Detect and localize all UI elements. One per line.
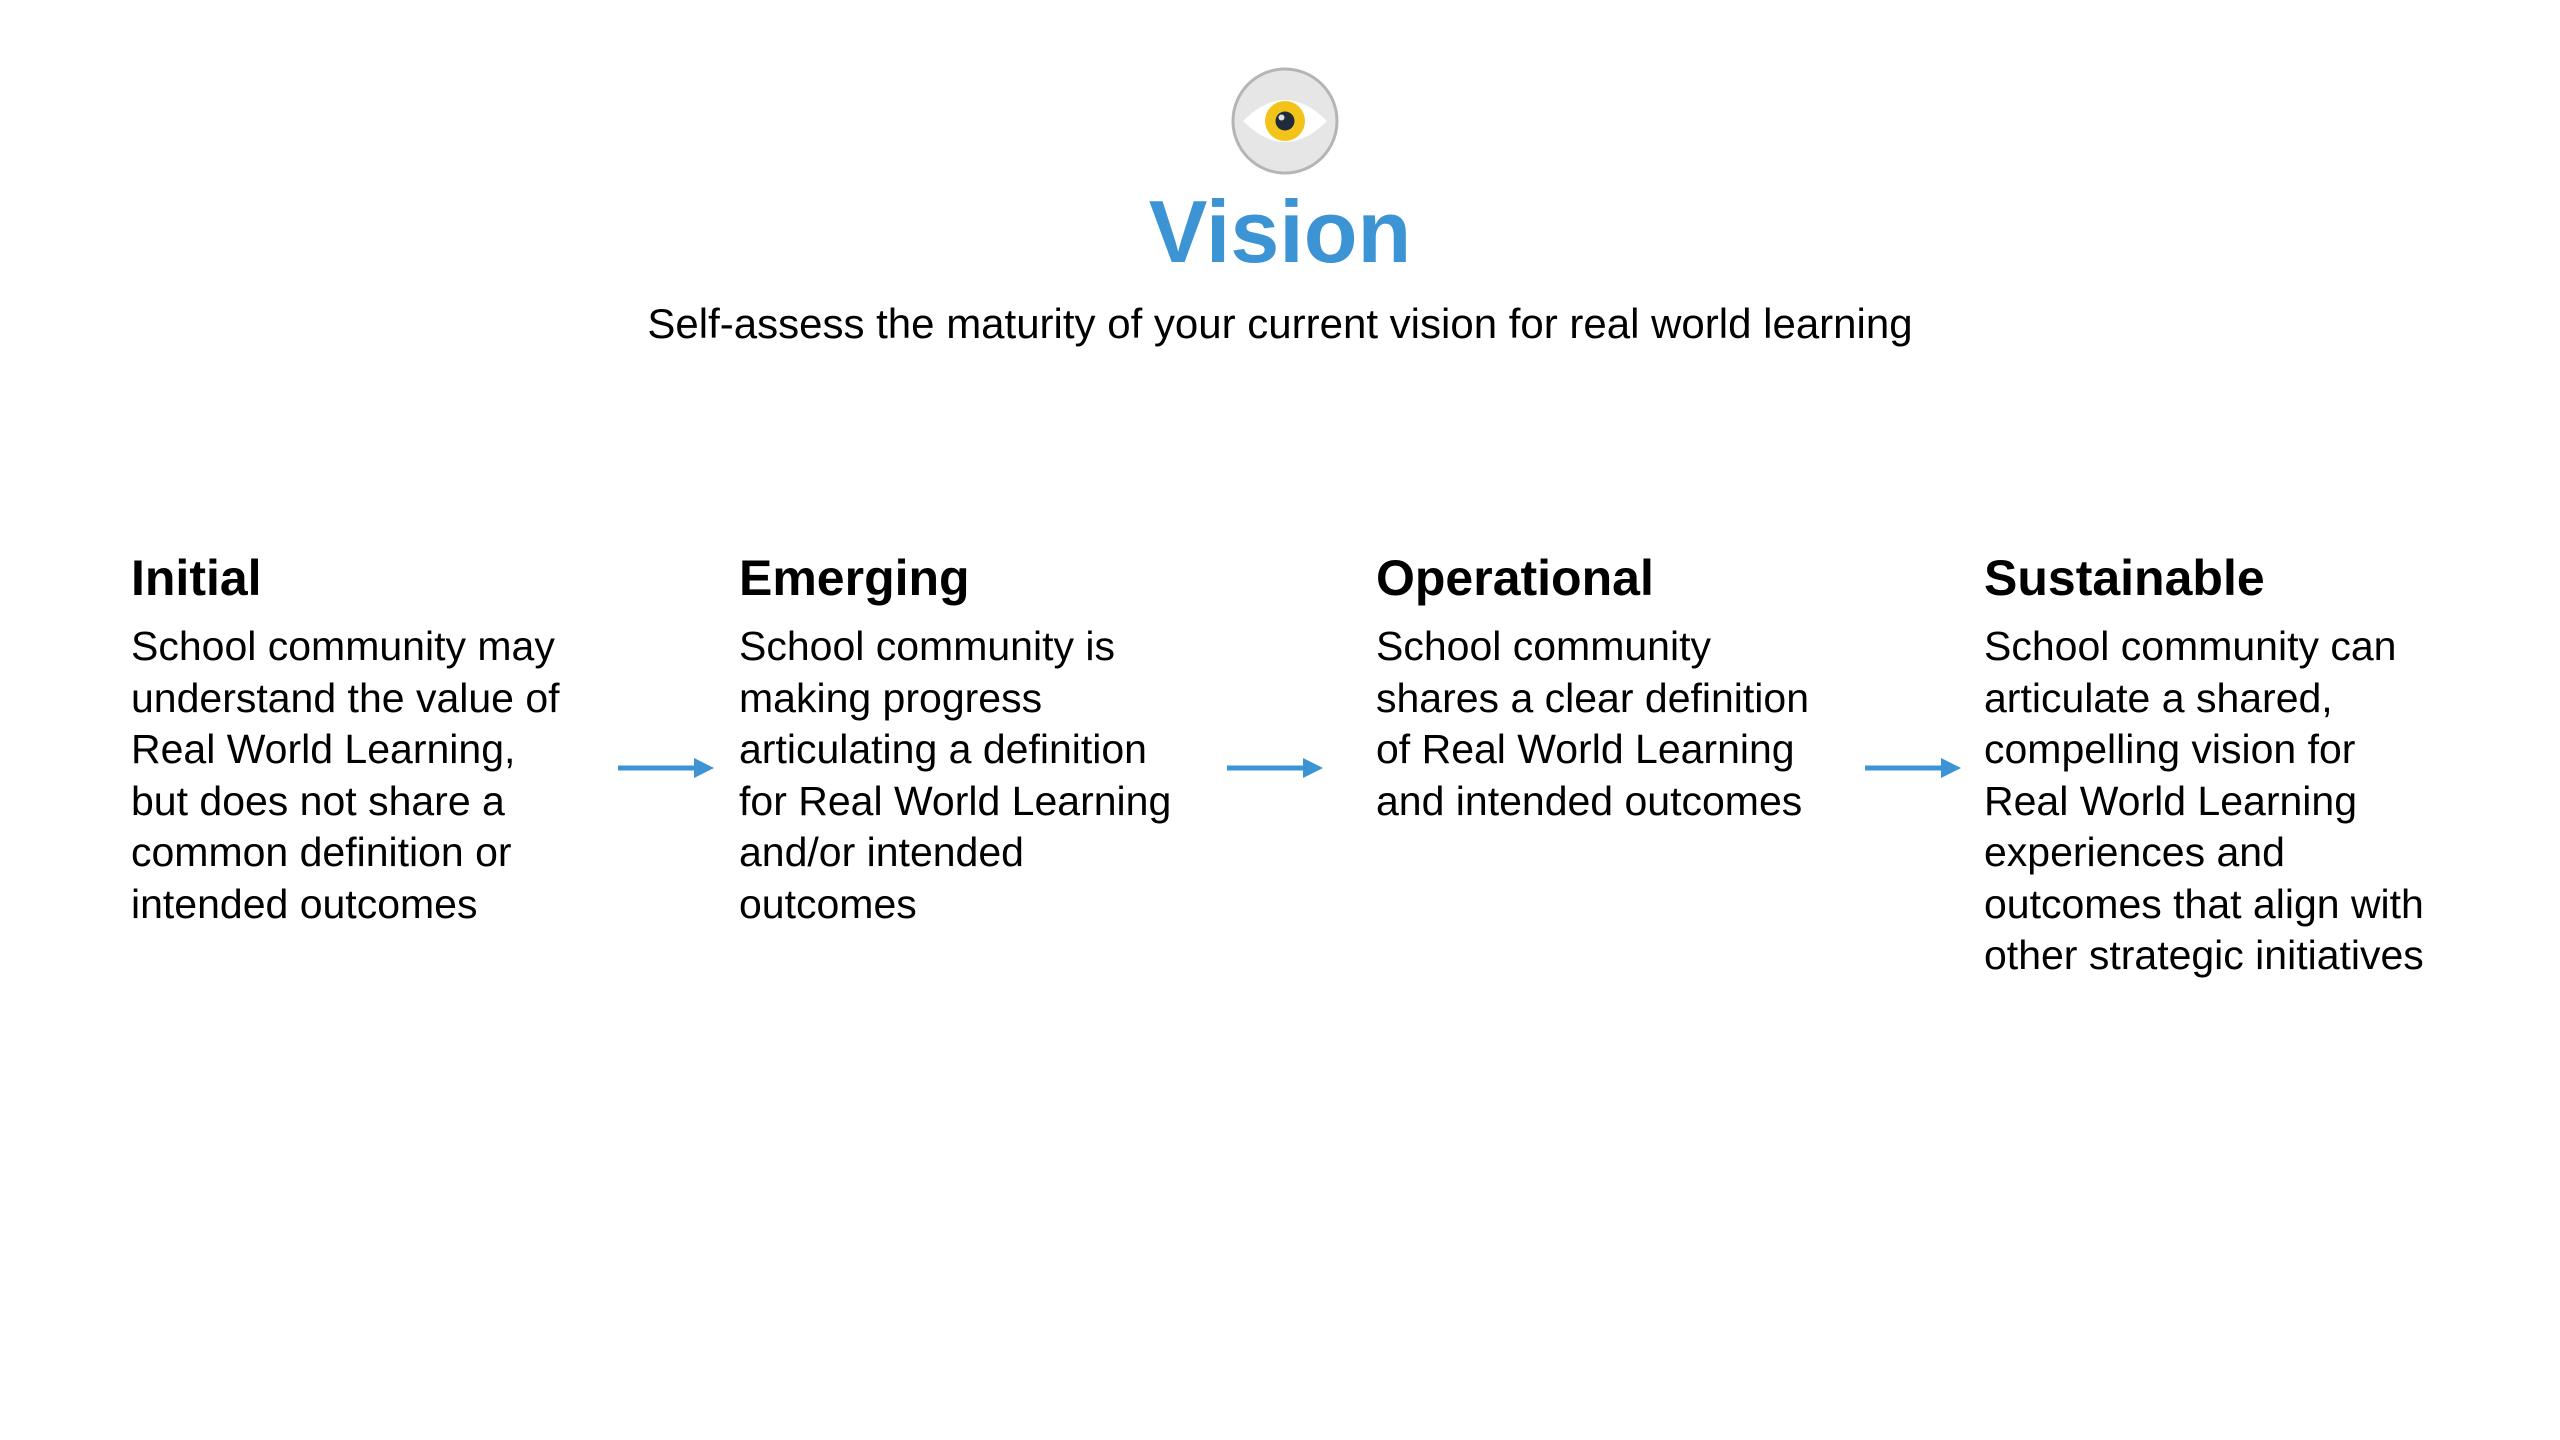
- stage-operational: Operational School community shares a cl…: [1376, 545, 1896, 827]
- eye-icon: [1231, 67, 1339, 175]
- stage-sustainable: Sustainable School community can articul…: [1984, 545, 2524, 982]
- stage-initial: Initial School community may understand …: [131, 545, 631, 930]
- stage-title: Emerging: [739, 550, 970, 606]
- arrow-right-icon: [618, 758, 714, 778]
- stage-emerging: Emerging School community is making prog…: [739, 545, 1259, 930]
- stage-description: School community is making progress arti…: [739, 623, 1172, 927]
- stage-description: School community can articulate a shared…: [1984, 623, 2424, 978]
- page-title: Vision: [1148, 182, 1412, 281]
- vision-icon-badge: [1231, 67, 1339, 175]
- page-subtitle: Self-assess the maturity of your current…: [647, 300, 1913, 347]
- stage-title: Operational: [1376, 550, 1654, 606]
- stage-description: School community shares a clear definiti…: [1376, 623, 1810, 824]
- stage-title: Sustainable: [1984, 550, 2265, 606]
- stage-title: Initial: [131, 550, 262, 606]
- arrow-right-icon: [1865, 758, 1961, 778]
- arrow-right-icon: [1227, 758, 1323, 778]
- stage-description: School community may understand the valu…: [131, 623, 560, 927]
